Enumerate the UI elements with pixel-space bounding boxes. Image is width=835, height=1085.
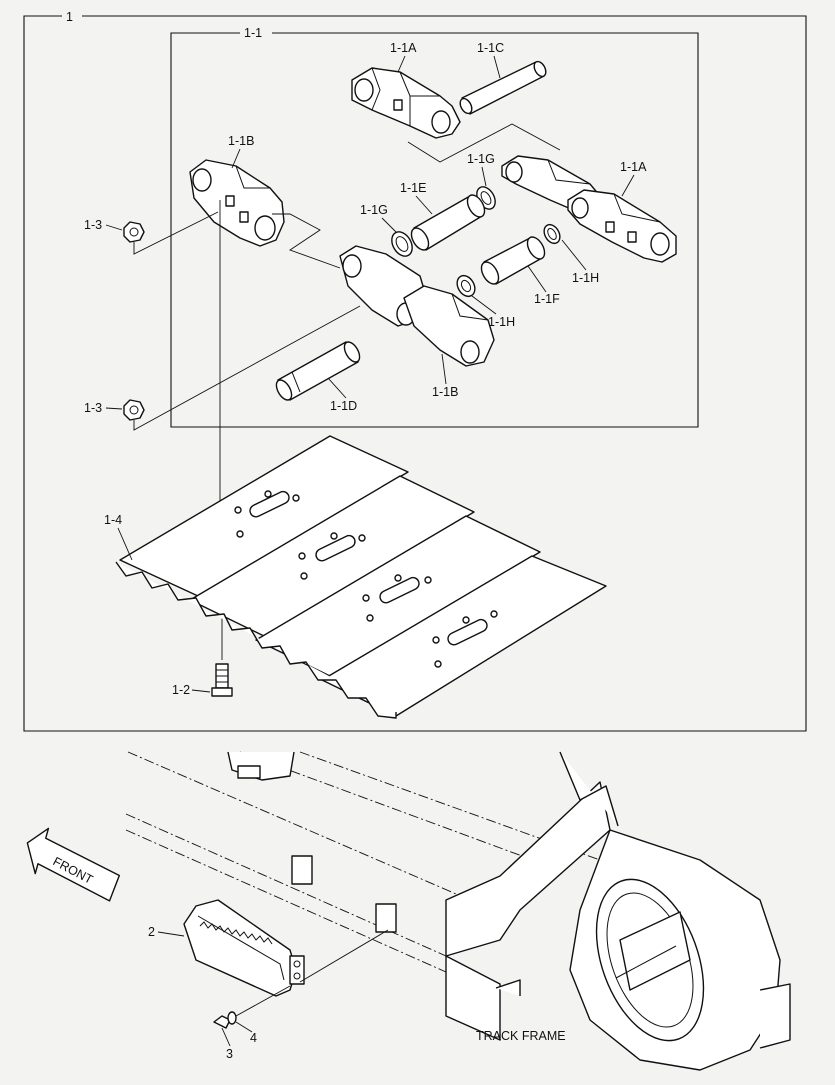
bushing-1f	[480, 236, 546, 285]
track-shoe	[115, 435, 607, 719]
seal-1h-right	[543, 223, 561, 245]
link-1a-right	[501, 155, 677, 263]
label-pin-1d: 1-1D	[330, 399, 357, 413]
label-link-assembly: 1-1	[244, 26, 262, 40]
label-shoe: 1-4	[104, 513, 122, 527]
pin-1c	[459, 60, 547, 115]
nut-lower	[123, 399, 145, 421]
seal-1h-lower	[456, 274, 476, 298]
label-guard-bolt: 3	[226, 1047, 233, 1061]
label-bushing-1f: 1-1F	[534, 292, 560, 306]
label-assembly: 1	[66, 10, 73, 24]
nut-upper	[123, 221, 145, 243]
link-1a-top	[351, 67, 461, 139]
link-1b-left	[189, 159, 285, 247]
link-assembly-frame: 1-1	[170, 26, 699, 428]
label-seal-1g-upper: 1-1G	[467, 152, 495, 166]
assembly-frame: 1	[23, 10, 807, 732]
seal-1g-left	[391, 231, 413, 257]
label-nut-lower: 1-3	[84, 401, 102, 415]
label-link-1b-left: 1-1B	[228, 134, 254, 148]
washer	[227, 1011, 237, 1025]
pin-1d	[275, 341, 361, 401]
label-nut-upper: 1-3	[84, 218, 102, 232]
label-track-frame: TRACK FRAME	[476, 1029, 566, 1043]
label-pin-1c: 1-1C	[477, 41, 504, 55]
label-bolt: 1-2	[172, 683, 190, 697]
label-link-1a-top: 1-1A	[390, 41, 417, 55]
label-seal-1g-left: 1-1G	[360, 203, 388, 217]
guard	[183, 899, 305, 997]
track-frame	[125, 751, 791, 1071]
front-arrow: FRONT	[26, 827, 121, 902]
label-link-1a-right: 1-1A	[620, 160, 647, 174]
label-seal-1h-lower: 1-1H	[488, 315, 515, 329]
link-1b-bottom	[339, 245, 495, 367]
label-seal-1h-right: 1-1H	[572, 271, 599, 285]
label-link-1b-bottom: 1-1B	[432, 385, 458, 399]
bolt	[211, 663, 233, 697]
label-guard: 2	[148, 925, 155, 939]
label-bushing-1e: 1-1E	[400, 181, 426, 195]
label-washer: 4	[250, 1031, 257, 1045]
bushing-1e	[410, 194, 486, 251]
